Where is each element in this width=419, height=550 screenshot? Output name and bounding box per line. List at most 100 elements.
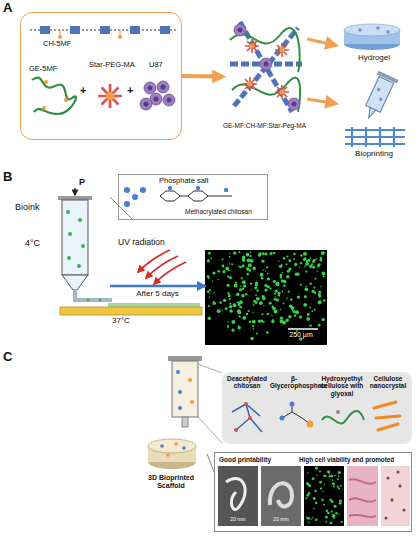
cell-dot — [229, 256, 231, 258]
cell-dot — [238, 302, 241, 305]
cell-dot — [283, 257, 286, 260]
cell-dot — [321, 498, 323, 500]
chitosan-chain — [70, 26, 80, 34]
cell-dot — [263, 321, 265, 323]
cell-dot — [316, 474, 318, 476]
components-panel — [322, 411, 364, 423]
cell-dot — [262, 252, 264, 254]
hydrogel-network — [275, 85, 289, 99]
cell-dot — [238, 315, 240, 317]
cell-dot — [286, 275, 289, 278]
cell-dot — [280, 274, 283, 277]
cell-dot — [209, 297, 210, 298]
components-panel — [244, 402, 248, 406]
cell-dot — [283, 284, 286, 287]
bioprinting-syringe — [379, 127, 381, 147]
cell-dot — [256, 333, 258, 335]
hydrogel-disc — [344, 24, 400, 50]
cell-dot — [334, 484, 335, 485]
chitosan-chain — [30, 26, 176, 39]
result-images — [347, 466, 378, 526]
cell-dot — [264, 284, 267, 287]
cell-dot — [314, 490, 316, 492]
cell-dot — [299, 266, 300, 267]
cell-dot — [246, 273, 249, 276]
node-text: 4°C — [25, 238, 61, 248]
cell-dot — [323, 475, 325, 477]
cell-dot — [249, 320, 252, 323]
structure-box: Phosphate saltMethacrylated chitosan — [118, 174, 268, 220]
cell-dot — [332, 482, 335, 485]
cell-dot — [303, 252, 307, 256]
result-images — [399, 485, 402, 488]
cell-dot — [231, 329, 234, 332]
cell-dot — [267, 313, 270, 316]
cell-dot — [217, 279, 218, 280]
cell-dot — [238, 251, 240, 253]
scaffold-illustration — [166, 453, 170, 457]
cell-dot — [319, 258, 322, 261]
cell-dot — [238, 325, 239, 326]
components-panel — [232, 404, 262, 432]
cell-dot — [315, 278, 317, 280]
bioprinting-syringe — [345, 127, 405, 147]
cell-dot — [217, 270, 220, 273]
components-panel — [290, 402, 295, 407]
extrusion-syringe — [81, 244, 85, 248]
cell-dot — [310, 282, 312, 284]
cell-dot — [252, 325, 254, 327]
hydrogel-network — [232, 78, 300, 112]
bioink-syringe — [176, 370, 194, 410]
micrograph — [206, 251, 325, 341]
chitosan-structure — [132, 194, 138, 200]
connector-arrow — [307, 99, 335, 104]
components-panel — [280, 402, 295, 421]
bioprinting-syringe — [393, 127, 395, 147]
cell-dot — [269, 302, 272, 305]
cell-dot — [239, 288, 242, 291]
cell-dot — [262, 295, 265, 298]
cell-dot — [300, 284, 302, 286]
cell-dot — [308, 522, 310, 524]
cell-dot — [249, 269, 252, 272]
chitosan-structure — [168, 186, 228, 192]
cell-dot — [306, 516, 308, 518]
connector-arrow — [182, 74, 222, 79]
cell-dot — [309, 306, 311, 308]
cell-dot — [319, 481, 322, 484]
cell-dot — [227, 326, 228, 327]
cell-dot — [321, 251, 325, 255]
heated-platform — [108, 303, 200, 307]
micrograph-node: 250 µm — [205, 250, 327, 345]
cell-dot — [250, 252, 252, 254]
chitosan-chain — [160, 26, 170, 34]
components-panel — [374, 402, 400, 430]
components-panel — [234, 402, 252, 432]
component-box: CH-5MFGE-5MFStar-PEG-MAU87 — [20, 12, 182, 140]
extrusion-syringe — [58, 196, 92, 200]
node-text: Bioink — [15, 202, 59, 212]
cell-dot — [229, 303, 231, 305]
cell-dot — [262, 253, 264, 255]
extrusion-syringe — [62, 275, 88, 290]
cell-dot — [297, 295, 300, 298]
cell-dot — [258, 252, 261, 255]
result-images — [387, 477, 390, 480]
cell-dot — [241, 277, 243, 279]
cell-dot — [320, 286, 321, 287]
node-text: Methacrylated chitosan — [185, 208, 267, 215]
cell-dot — [222, 270, 225, 273]
cell-dot — [248, 263, 252, 267]
scaffold-illustration — [160, 444, 164, 448]
result-images — [226, 479, 245, 510]
chitosan-structure — [124, 201, 130, 207]
components-panel — [282, 404, 310, 424]
cell-dot — [221, 310, 222, 311]
hydrogel-network — [230, 22, 302, 112]
cell-dot — [327, 470, 330, 473]
bioprinting-syringe — [345, 136, 405, 138]
node-text: U87 — [149, 61, 179, 69]
cell-dot — [338, 476, 340, 478]
uv-arrows — [138, 250, 170, 272]
